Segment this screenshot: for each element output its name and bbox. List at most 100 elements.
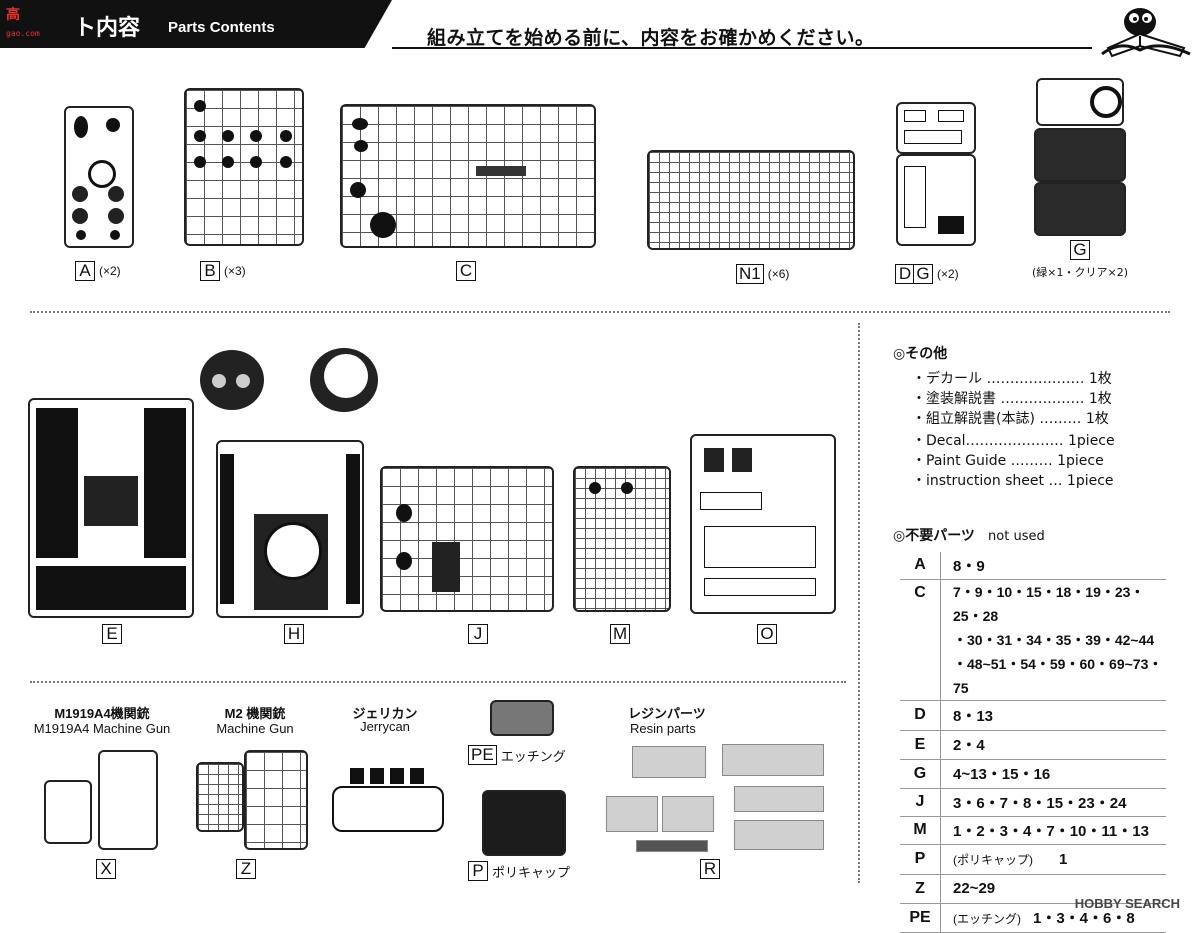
- label-pe: PE エッチング: [468, 745, 566, 765]
- sprue-key: E: [900, 730, 941, 760]
- quantity: (×2): [937, 267, 959, 281]
- quantity: (×2): [99, 264, 121, 278]
- sprue-g-small: [896, 154, 976, 246]
- misc-title: ◎その他: [893, 346, 948, 362]
- misc-list: ・デカール ………………… 1枚 ・塗装解説書 ……………… 1枚 ・組立解説書…: [912, 368, 1115, 490]
- misc-item: ・組立解説書(本誌) ……… 1枚: [912, 411, 1109, 427]
- resin-title-en: Resin parts: [630, 721, 696, 736]
- sprue-j: [380, 466, 554, 612]
- sprue-letter: G: [913, 264, 933, 284]
- mg2-title-en: Machine Gun: [216, 721, 294, 736]
- label-dg: D G (×2): [895, 264, 959, 284]
- sprue-letter: P: [468, 861, 488, 881]
- sprue-key: C: [900, 579, 941, 701]
- mg2-title-jp: M2 機関銃: [224, 706, 286, 721]
- sprue-letter: Z: [236, 859, 256, 879]
- unused-title-en: not used: [988, 529, 1045, 544]
- unused-title: ◎不要パーツ: [893, 528, 975, 544]
- sprue-key: Z: [900, 874, 941, 904]
- label-o: O: [757, 624, 777, 644]
- divider-vertical: [858, 323, 860, 883]
- sprue-letter: R: [700, 859, 720, 879]
- divider-top: [30, 311, 1170, 313]
- sprue-letter: N1: [736, 264, 764, 284]
- jerrycan-title-jp: ジェリカン: [352, 706, 418, 721]
- key-sub: (ポリキャップ): [953, 852, 1033, 867]
- sprue-o: [690, 434, 836, 614]
- sprue-n1: [647, 150, 855, 250]
- part-numbers: 8・9: [940, 552, 1166, 580]
- part-values: 1: [1059, 850, 1068, 868]
- sprue-letter: A: [75, 261, 95, 281]
- sprue-c: [340, 104, 596, 248]
- resin-title-jp: レジンパーツ: [628, 706, 706, 721]
- misc-item: ・デカール ………………… 1枚: [912, 371, 1112, 387]
- resin-part: [636, 840, 708, 852]
- label-c: C: [456, 261, 476, 281]
- unused-header: ◎不要パーツ not used: [893, 525, 1045, 545]
- label-z: Z: [236, 859, 256, 879]
- sprue-key: J: [900, 788, 941, 817]
- jerrycan-title-en: Jerrycan: [360, 719, 410, 734]
- mg1-title-jp: M1919A4機関銃: [54, 706, 150, 721]
- resin-part: [606, 796, 658, 832]
- sprue-letter: G: [1070, 240, 1090, 260]
- sprue-g-clear-2: [1034, 182, 1126, 236]
- part-numbers: 1・2・3・4・7・10・11・13: [940, 816, 1166, 845]
- part-numbers: 2・4: [940, 730, 1166, 760]
- label-g: G (緑×1・クリア×2): [1030, 240, 1130, 280]
- label-n1: N1 (×6): [736, 264, 789, 284]
- label-j: J: [468, 624, 488, 644]
- sprue-b: [184, 88, 304, 246]
- sprue-h: [216, 440, 364, 618]
- sprue-key: P: [900, 844, 941, 875]
- part-numbers: 8・13: [940, 700, 1166, 731]
- header-bar: [0, 0, 392, 48]
- part-numbers: 22~29: [940, 874, 1166, 904]
- sprue-key: PE: [900, 903, 941, 933]
- sprue-key: G: [900, 759, 941, 789]
- misc-item: ・Decal………………… 1piece: [912, 433, 1115, 449]
- instruction-text: 組み立てを始める前に、内容をお確かめください。: [427, 27, 875, 49]
- sprue-letter: C: [456, 261, 476, 281]
- resin-part: [734, 820, 824, 850]
- label-p: P ポリキャップ: [468, 861, 570, 881]
- part-numbers: 4~13・15・16: [940, 759, 1166, 789]
- sprue-z-small: [196, 762, 244, 832]
- label-b: B (×3): [200, 261, 246, 281]
- sprue-key: A: [900, 552, 941, 580]
- sprue-d: [896, 102, 976, 154]
- divider-bottom: [30, 681, 846, 683]
- sprue-letter: X: [96, 859, 116, 879]
- pe-label: エッチング: [500, 748, 566, 764]
- sprue-letter: M: [610, 624, 631, 644]
- resin-part: [722, 744, 824, 776]
- part-numbers: 3・6・7・8・15・23・24: [940, 788, 1166, 817]
- mascot-icon: [1101, 8, 1191, 58]
- resin-part: [662, 796, 714, 832]
- key-sub: (エッチング): [953, 912, 1021, 926]
- label-e: E: [102, 624, 122, 644]
- watermark: HOBBY SEARCH: [1074, 896, 1180, 911]
- jerrycan-sprue: [332, 768, 444, 832]
- sprue-key: M: [900, 816, 941, 845]
- mg1-title-en: M1919A4 Machine Gun: [33, 721, 171, 736]
- part-values: 1・3・4・6・8: [1033, 910, 1135, 927]
- label-x: X: [96, 859, 116, 879]
- quantity: (×6): [767, 267, 790, 281]
- misc-item: ・塗装解説書 ……………… 1枚: [912, 391, 1112, 407]
- table-row: P (ポリキャップ) 1: [900, 844, 1166, 875]
- title-jp: ト内容: [74, 16, 141, 41]
- g-note: (緑×1・クリア×2): [1031, 266, 1128, 279]
- misc-item: ・Paint Guide ……… 1piece: [912, 453, 1104, 469]
- label-h: H: [284, 624, 304, 644]
- sprue-e: [28, 398, 194, 618]
- title-en: Parts Contents: [168, 19, 275, 36]
